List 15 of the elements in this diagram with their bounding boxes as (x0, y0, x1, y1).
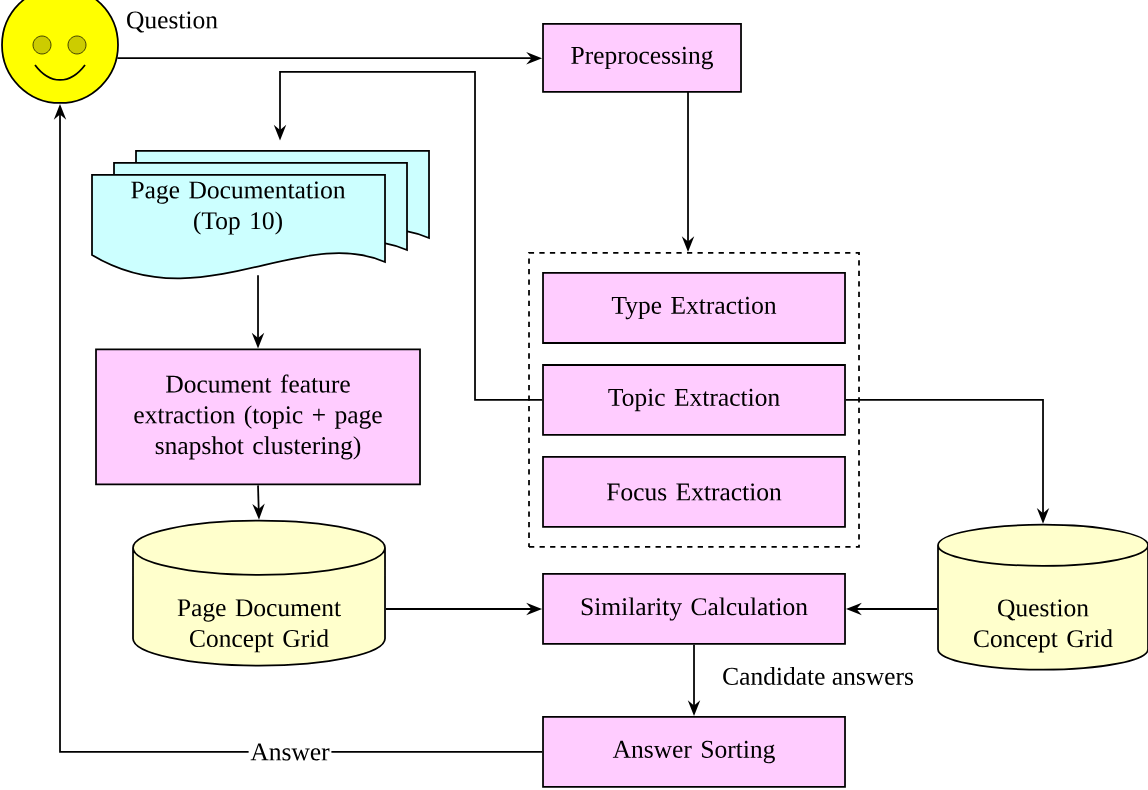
database-cylinder: Page Document Concept Grid (132, 519, 386, 667)
edge-label: Question (124, 9, 220, 35)
document-stack: Page Documentation (Top 10) (91, 150, 430, 280)
process-box: Type Extraction (542, 272, 846, 344)
process-box: Document feature extraction (topic + page snapshot clustering) (95, 348, 421, 486)
edge-label: Candidate answers (720, 665, 916, 687)
process-box: Preprocessing (542, 23, 742, 93)
process-box: Similarity Calculation (542, 573, 846, 645)
dashed-group-box (528, 252, 860, 548)
database-cylinder: Question Concept Grid (937, 523, 1148, 671)
edge-label: Answer (248, 741, 332, 763)
smiley-icon (1, 0, 119, 104)
process-box: Topic Extraction (542, 364, 846, 436)
process-box: Focus Extraction (542, 456, 846, 528)
process-box: Answer Sorting (542, 716, 846, 788)
